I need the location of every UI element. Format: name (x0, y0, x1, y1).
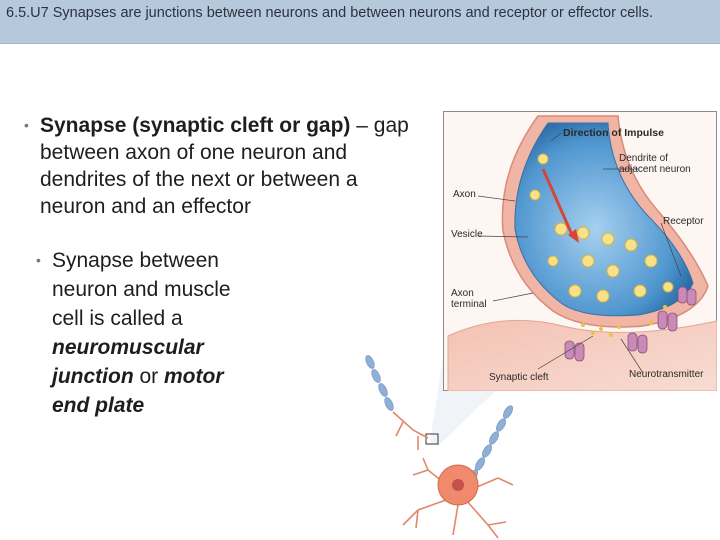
neurotransmitter-dots (581, 305, 667, 337)
label-axon: Axon (453, 189, 476, 200)
label-synaptic-cleft: Synaptic cleft (489, 372, 549, 383)
label-vesicle: Vesicle (451, 229, 483, 240)
term-motor-end-plate: motor end plate (52, 365, 224, 417)
impulse-arrow (541, 168, 575, 238)
label-neurotransmitter: Neurotransmitter (629, 369, 704, 380)
bullet-dot: • (36, 252, 41, 268)
bullet-text-part1: Synapse between neuron and muscle cell i… (52, 249, 231, 330)
bullet-text: Synapse between neuron and muscle cell i… (36, 246, 266, 420)
bullet-synapse-definition: • Synapse (synaptic cleft or gap) – gap … (24, 112, 424, 220)
bullet-dot: • (24, 117, 29, 133)
synapse-figure: Direction of Impulse Dendrite of adjacen… (443, 111, 717, 391)
bullet-rest-text: – gap between axon of one neuron and den… (40, 114, 409, 218)
zoom-box (425, 433, 439, 445)
label-axon-terminal: Axon terminal (451, 288, 487, 310)
label-direction-of-impulse: Direction of Impulse (563, 127, 664, 139)
bullet-text-part2: or (133, 365, 164, 388)
axon-terminal (514, 122, 694, 317)
label-dendrite-adjacent-neuron: Dendrite of adjacent neuron (619, 153, 691, 175)
term-neuromuscular-junction: neuromuscular junction (52, 336, 204, 388)
synapse-diagram (443, 111, 717, 391)
bullet-neuromuscular-junction: • Synapse between neuron and muscle cell… (36, 246, 266, 420)
bullet-text: Synapse (synaptic cleft or gap) – gap be… (24, 112, 424, 220)
slide-header: 6.5.U7 Synapses are junctions between ne… (0, 0, 720, 44)
bullet-bold-term: Synapse (synaptic cleft or gap) (40, 114, 351, 137)
label-receptor: Receptor (663, 216, 704, 227)
receptors (564, 286, 697, 362)
vesicles (529, 153, 674, 303)
slide-title: 6.5.U7 Synapses are junctions between ne… (6, 5, 653, 21)
nucleus (452, 479, 464, 491)
